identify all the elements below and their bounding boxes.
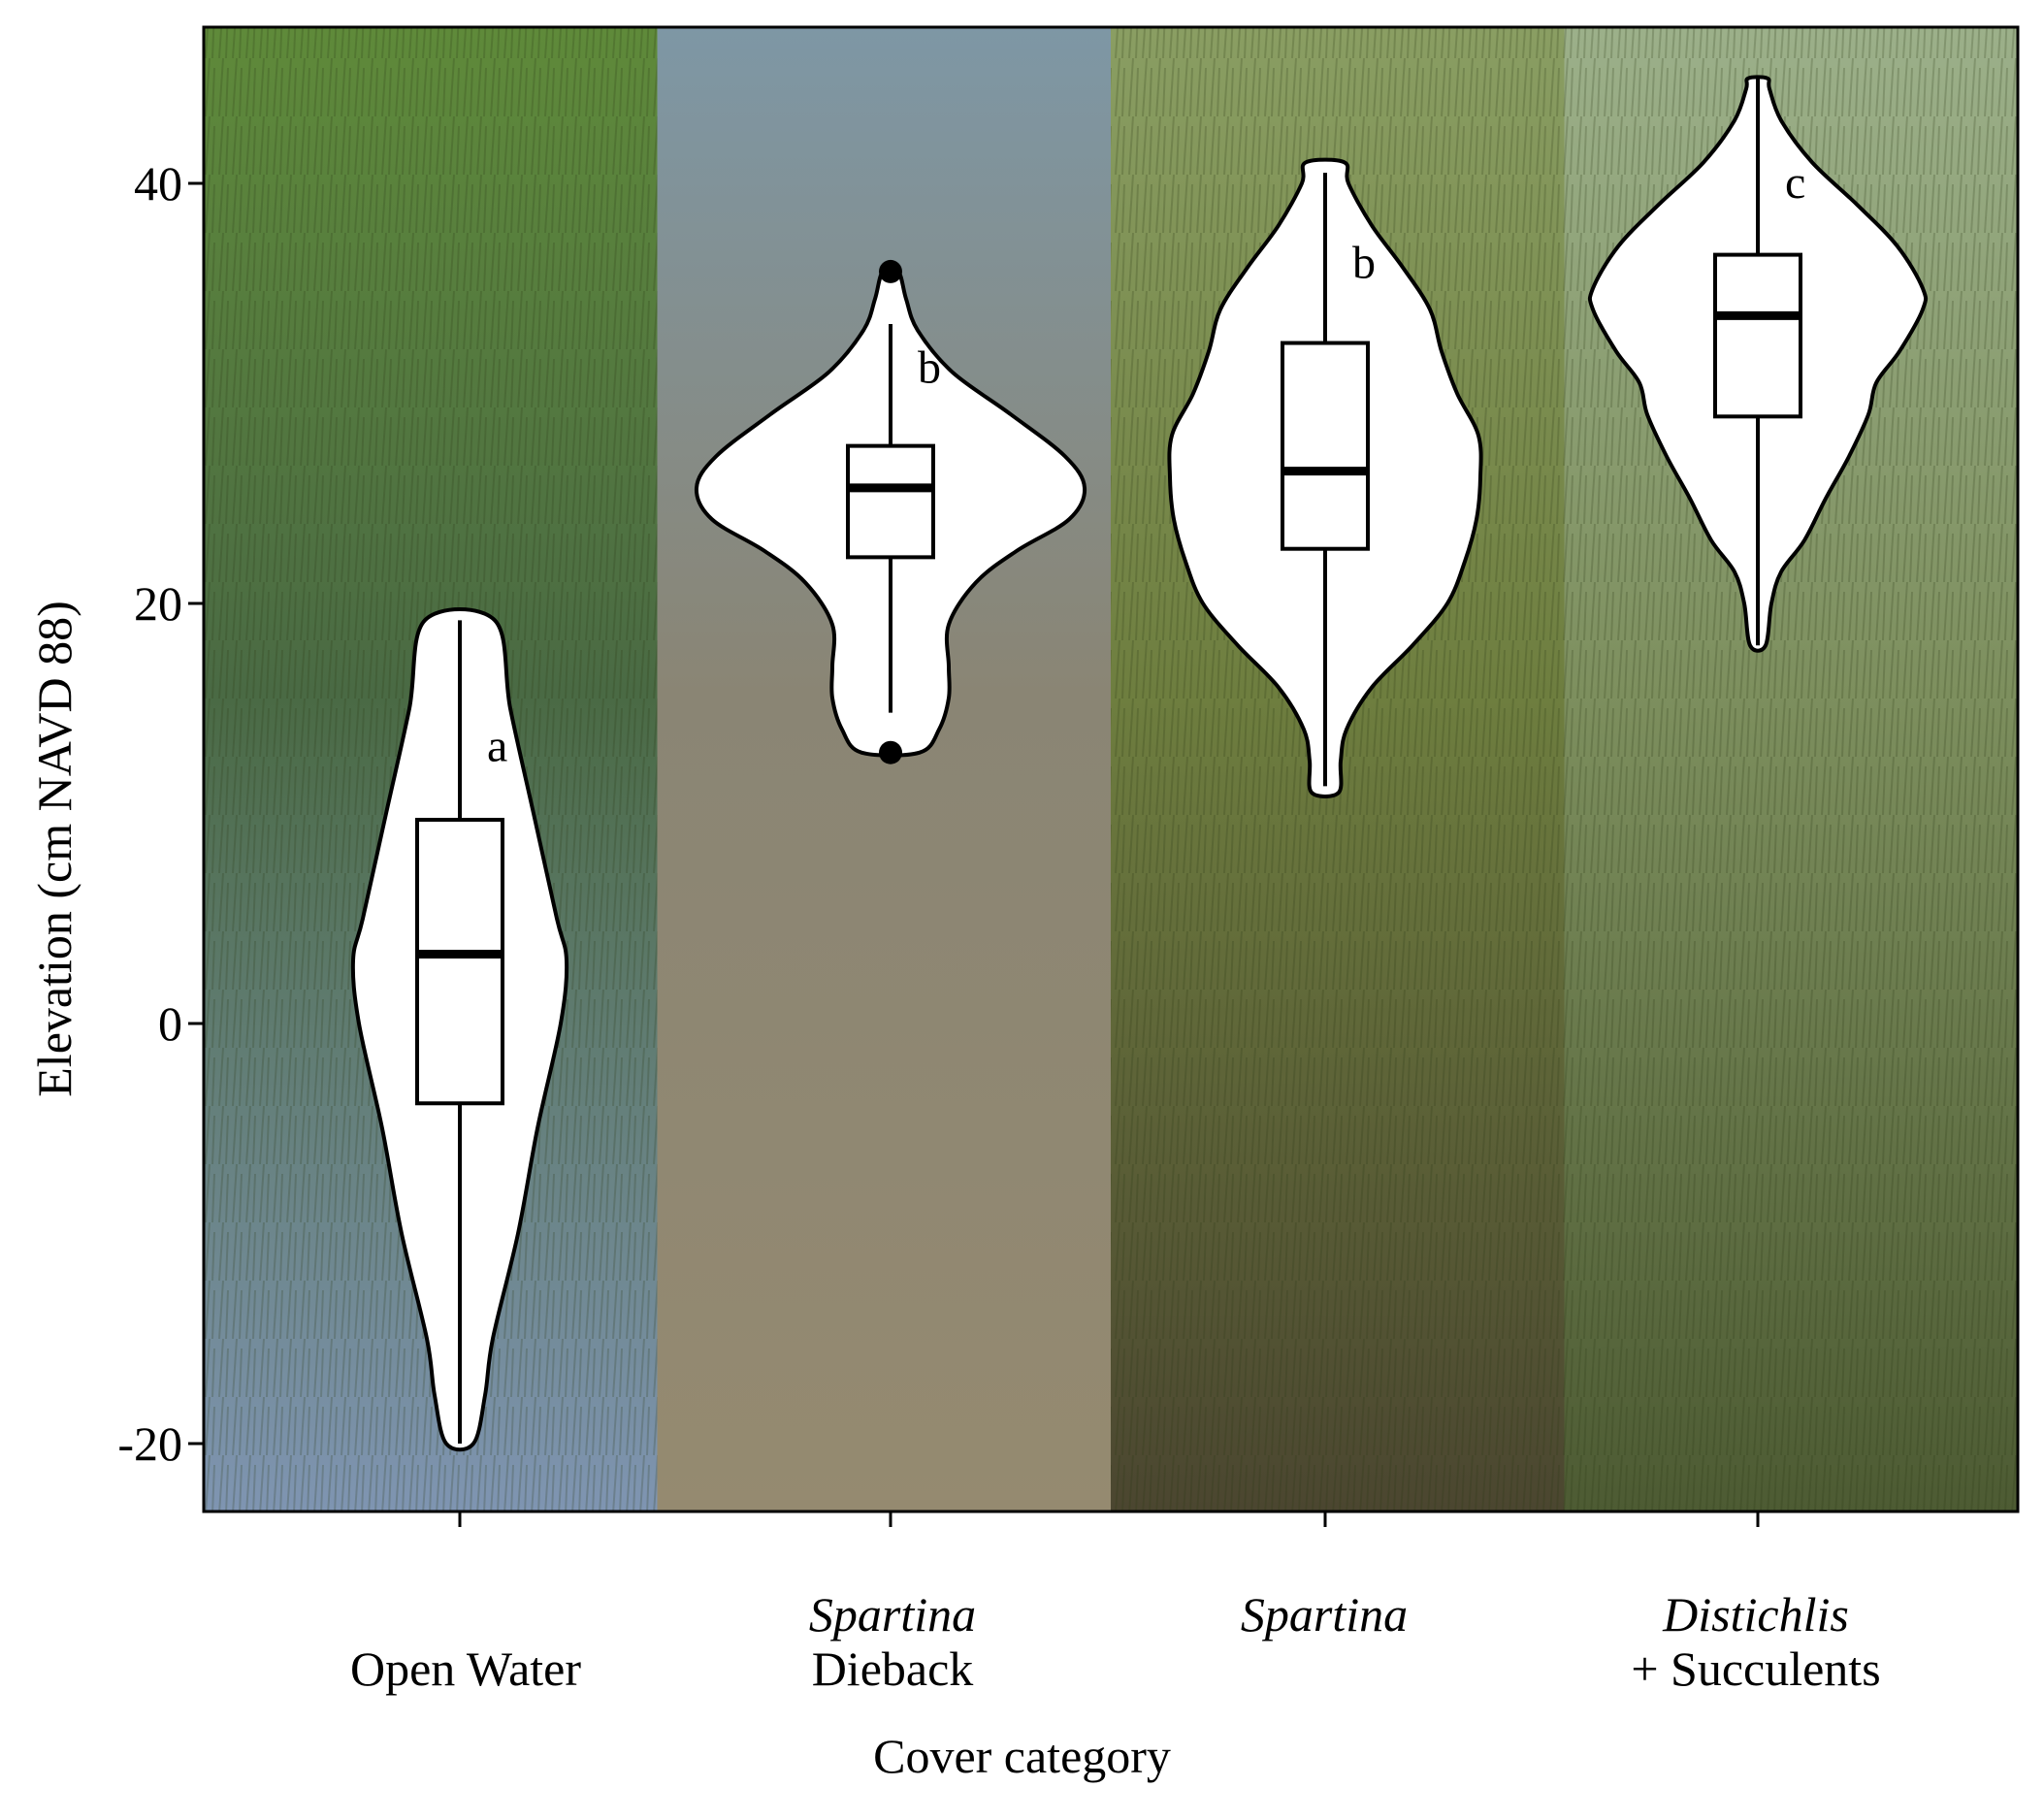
x-axis-title: Cover category [873, 1729, 1171, 1783]
box-iqr [846, 443, 935, 560]
category-label-open-water: Open Water [349, 1641, 581, 1696]
box-iqr [1281, 341, 1370, 551]
mudflat-dieback-photo [657, 27, 1111, 1511]
box-iqr [1713, 252, 1802, 419]
outlier-point [879, 259, 902, 283]
y-tick-label: 40 [134, 156, 182, 211]
y-tick-label: -20 [117, 1416, 182, 1471]
plot-frame [202, 25, 2020, 1513]
category-label-spartina-dieback: Spartina Dieback [808, 1587, 977, 1696]
category-label-distichlis: Distichlis + Succulents [1631, 1587, 1881, 1696]
y-axis-title: Elevation (cm NAVD 88) [27, 601, 81, 1097]
significance-letter: c [1785, 157, 1805, 209]
y-tick-label: 20 [134, 576, 182, 631]
category-label-spartina: Spartina [1240, 1587, 1409, 1641]
significance-letter: a [487, 720, 507, 771]
significance-letter: b [1352, 237, 1376, 288]
outlier-point [879, 740, 902, 764]
box-iqr [415, 817, 504, 1106]
significance-letter: b [918, 342, 941, 394]
y-tick-label: 0 [158, 996, 182, 1051]
